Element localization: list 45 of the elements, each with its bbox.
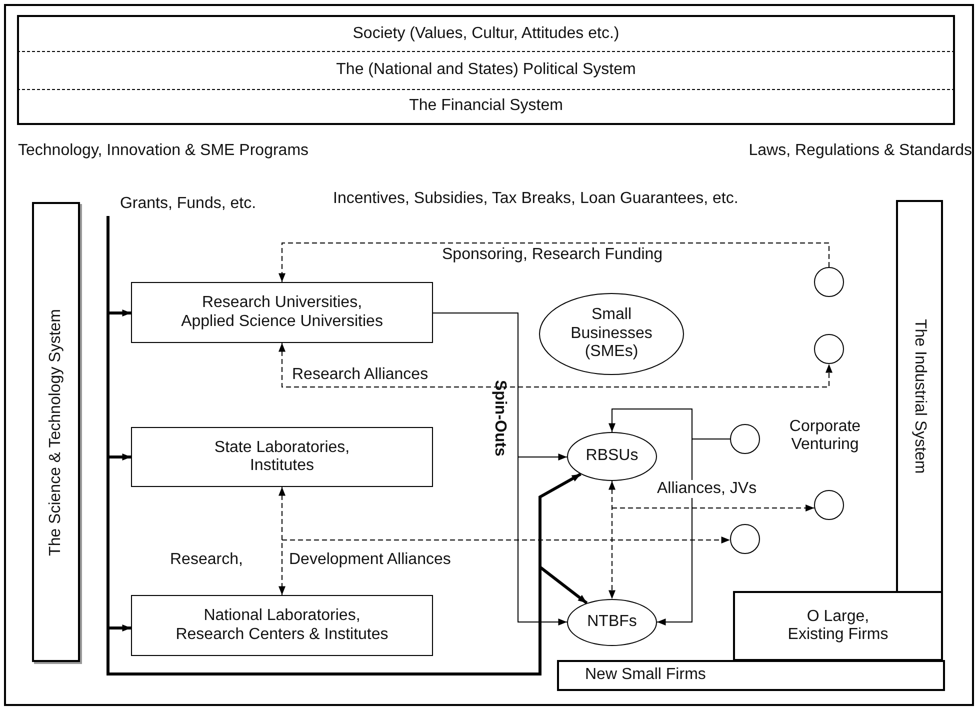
node-label: The Financial System: [409, 97, 563, 116]
circle-node: [730, 424, 760, 454]
firms-box: [557, 660, 945, 691]
node-label: The Science & Technology System: [46, 308, 65, 556]
arrow: [612, 504, 815, 512]
arrow: [278, 242, 830, 282]
text-label: Incentives, Subsidies, Tax Breaks, Loan Guarantees, etc.: [333, 190, 738, 208]
node-label: New Small Firms: [585, 666, 706, 685]
process-box: [131, 595, 433, 656]
circle-node: [814, 267, 844, 297]
arrow: [278, 486, 286, 596]
arrow: [278, 342, 832, 388]
system-box: [32, 202, 80, 662]
node-label: Small Businesses (SMEs): [570, 306, 654, 362]
node-caption: Corporate Venturing: [788, 418, 862, 455]
process-box: [131, 282, 433, 343]
system-box: [896, 200, 943, 591]
band: [17, 52, 955, 90]
circle-node: [814, 490, 844, 520]
text-label: Technology, Innovation & SME Programs: [18, 142, 309, 160]
spin-outs-label: Spin-Outs: [490, 380, 508, 456]
process-box: [131, 427, 433, 487]
text-label: Laws, Regulations & Standards: [748, 142, 972, 160]
node-label: National Laboratories, Research Centers & Institutes: [174, 607, 390, 644]
ellipse-node: [539, 293, 684, 375]
text-label: Research,: [170, 551, 243, 570]
arrow: [282, 536, 731, 544]
circle-node: [814, 334, 844, 364]
arrow: [656, 438, 730, 626]
arrow: [608, 480, 616, 600]
node-label: RBSUs: [586, 447, 638, 466]
node-label: O Large, Existing Firms: [786, 608, 890, 644]
node-label: The Industrial System: [910, 319, 929, 474]
node-label: Research Universities, Applied Science Universities: [180, 294, 384, 331]
circle-node: [730, 524, 760, 554]
funding-text: Grants, Funds, etc.: [95, 192, 281, 216]
node-label: State Laboratories, Institutes: [213, 438, 351, 476]
firms-box: [733, 591, 943, 661]
text-label: Development Alliances: [289, 551, 451, 570]
node-label: Society (Values, Cultur, Attitudes etc.): [352, 24, 620, 44]
node-label: NTBFs: [587, 613, 637, 632]
band: [17, 90, 955, 125]
band: [17, 15, 955, 52]
node-label: The (National and States) Political System: [336, 61, 636, 80]
edge-label: Alliances, JVs: [655, 480, 759, 498]
